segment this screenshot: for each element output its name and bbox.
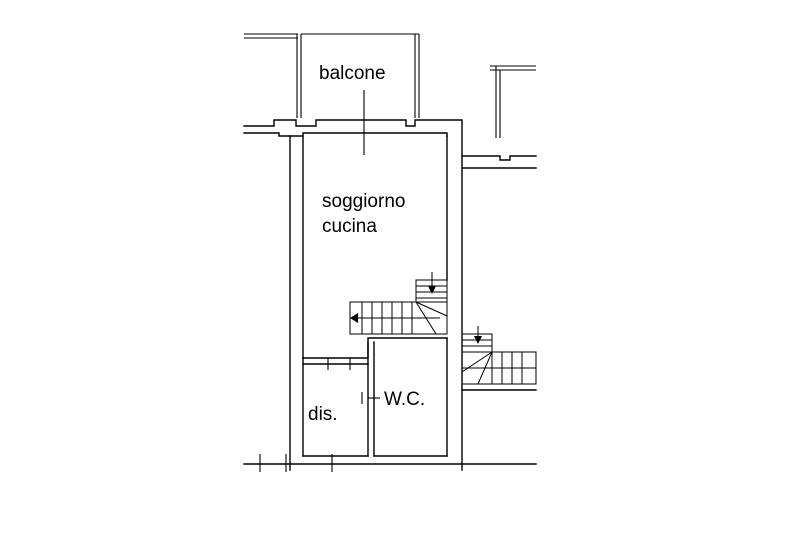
room-label-dis: dis. (308, 404, 338, 425)
staircase-main (349, 272, 448, 335)
neighbour-balcony (490, 65, 536, 138)
room-label-wc: W.C. (384, 389, 425, 410)
balcony (244, 33, 420, 155)
room-label-cucina: cucina (322, 216, 377, 237)
room-label-balcone: balcone (319, 63, 386, 84)
room-label-soggiorno: soggiorno (322, 191, 405, 212)
partitions (302, 337, 537, 457)
staircase-neighbour (461, 326, 537, 385)
walls (243, 119, 537, 472)
